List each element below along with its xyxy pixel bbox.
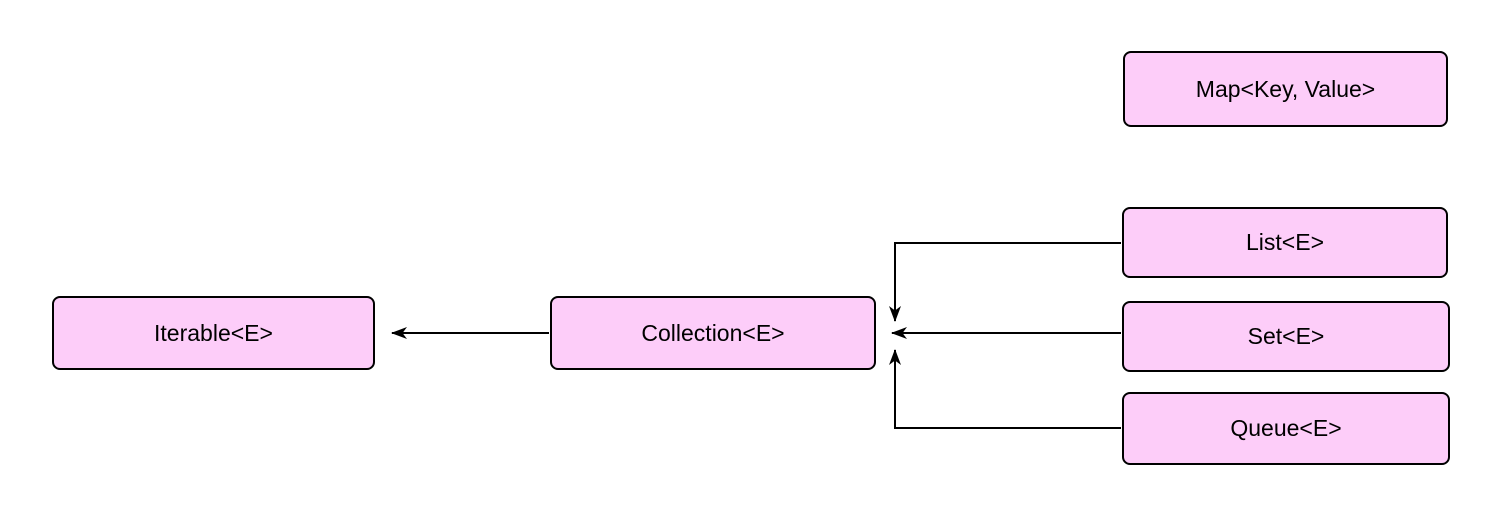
- node-collection-label: Collection<E>: [641, 319, 785, 346]
- node-iterable-label: Iterable<E>: [154, 319, 273, 346]
- node-queue[interactable]: Queue<E>: [1122, 392, 1450, 465]
- node-map-label: Map<Key, Value>: [1195, 75, 1376, 102]
- node-set[interactable]: Set<E>: [1122, 301, 1450, 372]
- node-map[interactable]: Map<Key, Value>: [1123, 51, 1448, 127]
- node-set-label: Set<E>: [1247, 323, 1325, 349]
- node-list-label: List<E>: [1246, 229, 1324, 255]
- node-queue-label: Queue<E>: [1230, 415, 1342, 441]
- node-iterable[interactable]: Iterable<E>: [52, 296, 375, 370]
- node-list[interactable]: List<E>: [1122, 207, 1448, 278]
- edge-queue-to-collection: [889, 349, 1121, 429]
- node-collection[interactable]: Collection<E>: [550, 296, 876, 370]
- edge-list-to-collection: [889, 242, 1121, 322]
